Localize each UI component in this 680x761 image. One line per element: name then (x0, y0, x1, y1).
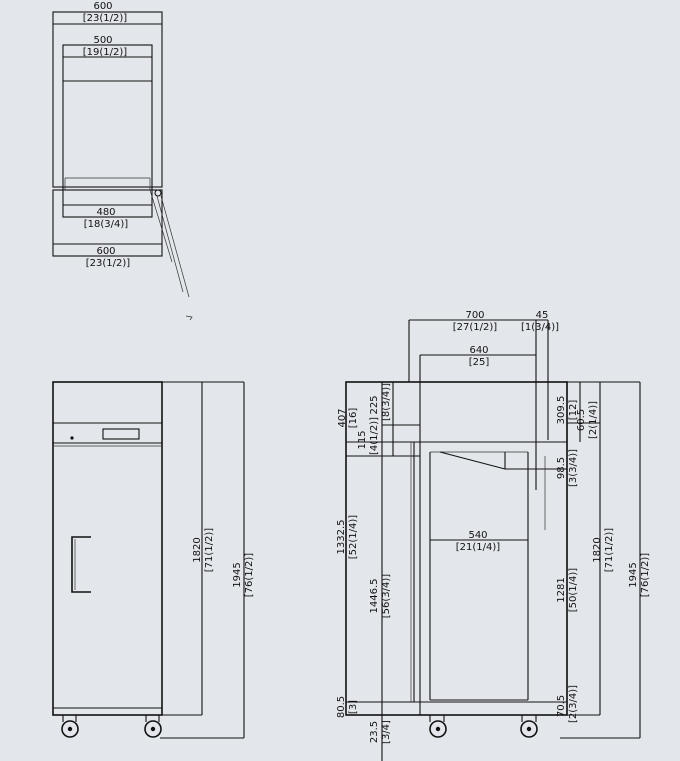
side-base-left-in: [3] (348, 700, 359, 714)
side-top-section-in: [16] (348, 408, 359, 429)
side-panel-in: [8(3/4)] (381, 383, 392, 421)
side-handle: 45 (536, 310, 549, 321)
side-interior-height-in: [50(1/4)] (568, 568, 579, 613)
side-evaporator-in: [3(3/4)] (568, 449, 579, 487)
side-handle-in: [1(3/4)] (521, 322, 559, 333)
front-left-caster (61, 715, 79, 738)
front-indicator-dot (70, 436, 74, 440)
side-left-caster (429, 715, 447, 738)
top-inner-width-in: [19(1/2)] (83, 47, 128, 58)
side-body-depth: 640 (469, 345, 488, 356)
front-total-height-in: [76(1/2)] (244, 553, 255, 598)
side-total-height-in: [76(1/2)] (640, 553, 651, 598)
top-base-width-in: [23(1/2)] (86, 258, 131, 269)
side-interior-depth: 540 (468, 530, 487, 541)
top-overall-width-in: [23(1/2)] (83, 13, 128, 24)
side-panel: 225 (369, 395, 380, 414)
side-evaporator: 98.5 (556, 457, 567, 479)
top-base-width: 600 (96, 246, 115, 257)
top-inner-width: 500 (93, 35, 112, 46)
top-view: 600 [23(1/2)] 500 [19(1/2)] 480 [18(3/4)… (52, 1, 193, 321)
side-interior-depth-in: [21(1/4)] (456, 542, 501, 553)
side-depth: 700 (465, 310, 484, 321)
top-shelf-width: 480 (96, 207, 115, 218)
side-total-height: 1945 (628, 562, 639, 587)
side-right-small: 60.5 (576, 409, 587, 431)
side-cabinet-height: 1820 (592, 537, 603, 562)
side-cabinet-height-in: [71(1/2)] (604, 528, 615, 573)
side-right-top: 309.5 (556, 396, 567, 425)
side-top-section: 407 (337, 408, 348, 427)
side-door-inner-in: [56(3/4)] (381, 574, 392, 619)
side-foot: 23.5 (369, 721, 380, 743)
side-depth-in: [27(1/2)] (453, 322, 498, 333)
front-cabinet-height: 1820 (192, 537, 203, 562)
front-view: 1820 [71(1/2)] 1945 [76(1/2)] (52, 381, 255, 739)
side-body-depth-in: [25] (469, 357, 490, 368)
side-panel-lower-in: [4(1/2)] (369, 417, 380, 455)
front-right-caster (144, 715, 162, 738)
front-total-height: 1945 (232, 562, 243, 587)
side-door-height: 1332.5 (336, 520, 347, 555)
front-cabinet-height-in: [71(1/2)] (204, 528, 215, 573)
side-right-top-in: [12] (568, 400, 579, 421)
side-view: 700 [27(1/2)] 45 [1(3/4)] 640 [25] 540 [… (336, 310, 651, 761)
side-base-right-in: [2(3/4)] (568, 685, 579, 723)
side-panel-lower: 115 (357, 430, 368, 449)
top-shelf-width-in: [18(3/4)] (84, 219, 129, 230)
side-interior-height: 1281 (556, 577, 567, 602)
side-door-inner: 1446.5 (369, 579, 380, 614)
side-foot-in: [3/4] (381, 720, 392, 744)
side-base-left: 80.5 (336, 696, 347, 718)
side-door-height-in: [52(1/4)] (348, 515, 359, 560)
side-right-caster (520, 715, 538, 738)
side-right-small-in: [2(1/4)] (588, 401, 599, 439)
side-base-right: 70.5 (556, 695, 567, 717)
top-overall-width: 600 (93, 1, 112, 12)
